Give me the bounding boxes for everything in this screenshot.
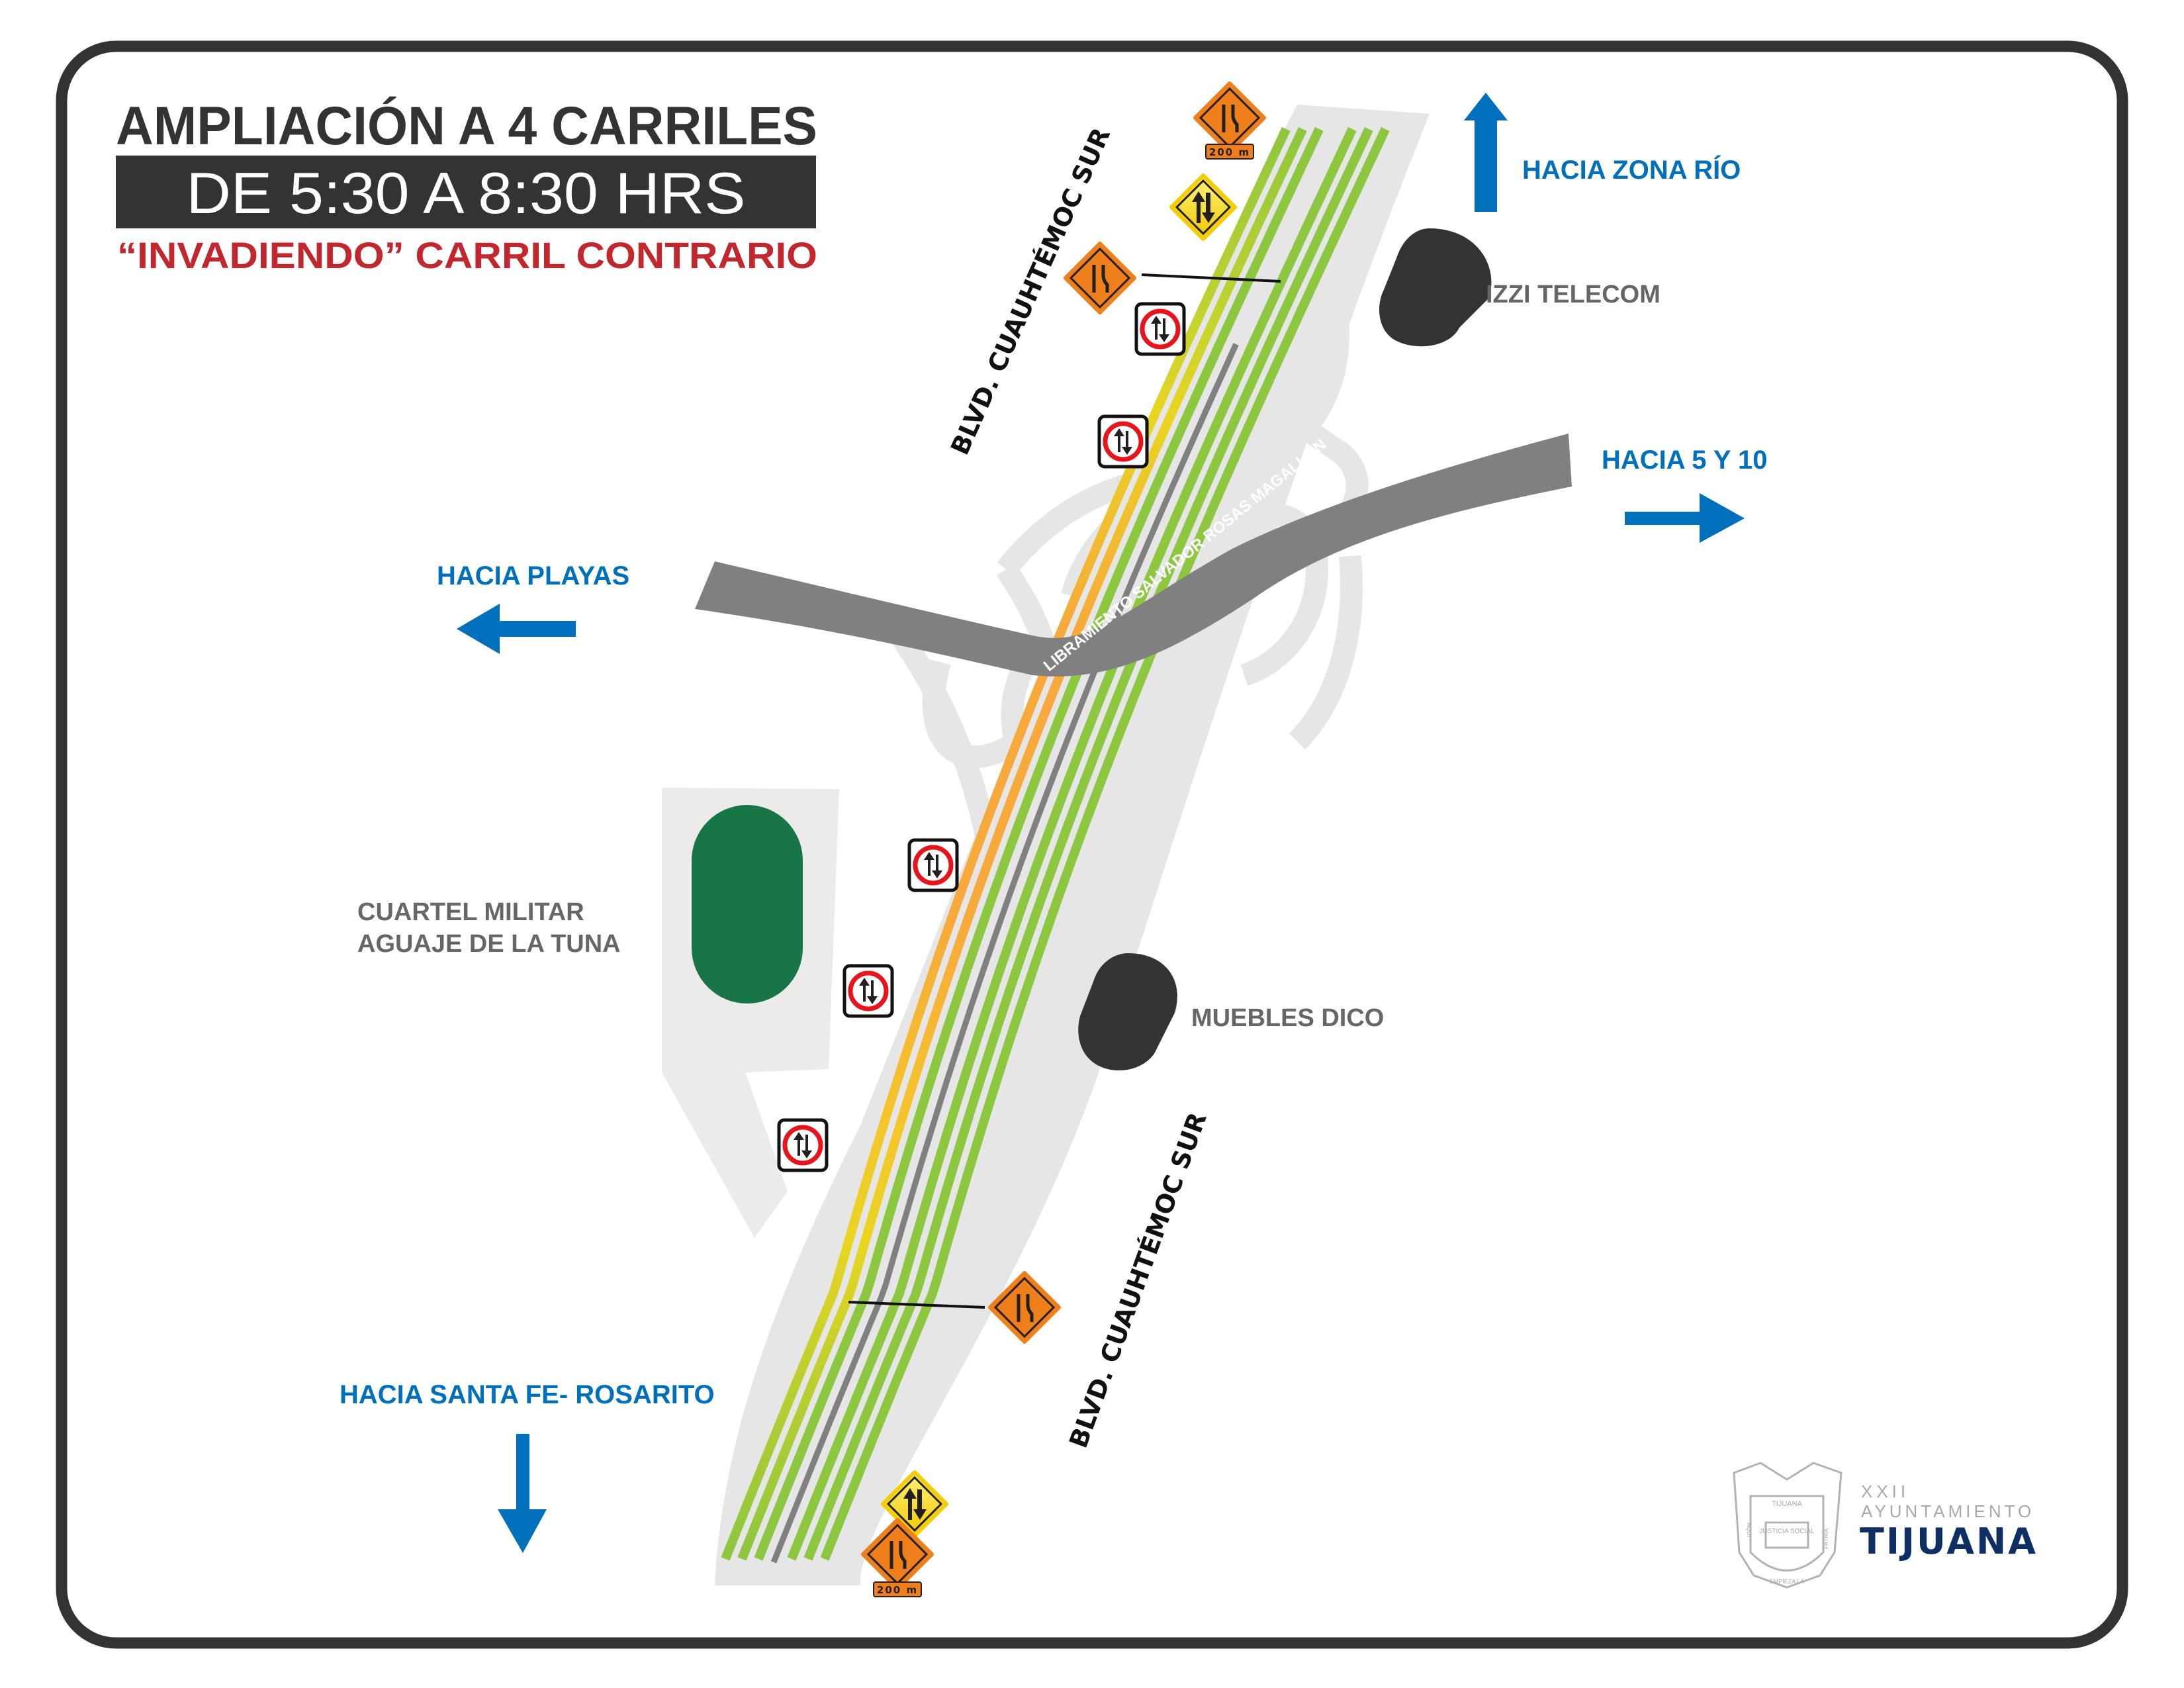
logo-line2: AYUNTAMIENTO — [1861, 1501, 2034, 1521]
izzi-telecom-label: IZZI TELECOM — [1486, 281, 1661, 308]
lane-left-1 — [721, 127, 1291, 1561]
shield-motto-left: AQUI — [1746, 1523, 1752, 1537]
lane-divider — [770, 343, 1239, 1564]
lane-reduction-icon — [1195, 83, 1264, 152]
lane-right-3 — [820, 127, 1390, 1561]
two-way-traffic-regulatory-icon — [1099, 416, 1147, 467]
shield-book-text: JUSTICIA SOCIAL — [1759, 1528, 1815, 1535]
logo-line3: TIJUANA — [1860, 1521, 2038, 1562]
arrow-left-icon — [457, 604, 576, 654]
direction-north-label: HACIA ZONA RÍO — [1522, 155, 1741, 185]
two-way-traffic-regulatory-icon — [844, 966, 892, 1016]
muebles-dico-label: MUEBLES DICO — [1191, 1004, 1384, 1032]
direction-east-label: HACIA 5 Y 10 — [1602, 445, 1768, 475]
lane-group — [721, 127, 1390, 1564]
lane-left-2 — [737, 127, 1307, 1561]
distance-plate-bottom — [873, 1581, 922, 1597]
sign-leader-line-top — [1141, 273, 1281, 283]
arrow-down-icon — [498, 1434, 547, 1553]
ayuntamiento-logo: TIJUANA JUSTICIA SOCIAL EMPIEZA LA AQUI … — [1733, 1462, 2038, 1589]
main-road-label-bottom: BLVD. CUAUHTÉMOC SUR — [1064, 1109, 1212, 1452]
cross-road — [695, 434, 1572, 677]
subtitle: “INVADIENDO” CARRIL CONTRARIO — [117, 234, 817, 276]
arrow-up-icon — [1464, 93, 1508, 212]
shield-motto-bottom: EMPIEZA LA — [1770, 1578, 1805, 1585]
direction-west-label: HACIA PLAYAS — [437, 561, 629, 590]
two-way-traffic-regulatory-icon — [1136, 304, 1184, 354]
shield-top-text: TIJUANA — [1772, 1500, 1803, 1508]
sign-leader-line-bottom — [848, 1301, 985, 1309]
two-way-traffic-regulatory-icon — [779, 1120, 827, 1170]
lane-right-1 — [787, 127, 1357, 1561]
arrow-right-icon — [1625, 493, 1745, 543]
cuartel-label-line2: AGUAJE DE LA TUNA — [357, 930, 621, 958]
lane-right-2 — [803, 127, 1373, 1561]
direction-south-label: HACIA SANTA FE- ROSARITO — [340, 1380, 715, 1409]
lane-reduction-icon — [1066, 244, 1134, 312]
two-way-traffic-regulatory-icon — [909, 840, 957, 890]
page-title: AMPLIACIÓN A 4 CARRILES — [116, 96, 817, 156]
shield-motto-right: PATRIA — [1823, 1528, 1829, 1549]
cuartel-label-line1: CUARTEL MILITAR — [357, 898, 584, 926]
distance-plate-top-text: 200 m — [1209, 146, 1250, 158]
two-way-traffic-warning-icon — [1171, 175, 1235, 239]
lane-left-3 — [754, 127, 1324, 1561]
logo-line1: XXII — [1861, 1481, 1909, 1501]
muebles-dico-building — [1078, 953, 1177, 1071]
city-shield-icon — [1733, 1462, 1843, 1589]
distance-plate-bottom-text: 200 m — [877, 1584, 918, 1596]
izzi-telecom-building — [1379, 228, 1492, 347]
schedule-box — [116, 156, 816, 228]
cuartel-building — [692, 805, 803, 1004]
distance-plate-top — [1205, 144, 1254, 160]
schedule-text: DE 5:30 A 8:30 HRS — [187, 160, 746, 226]
map-frame — [56, 40, 2128, 1649]
